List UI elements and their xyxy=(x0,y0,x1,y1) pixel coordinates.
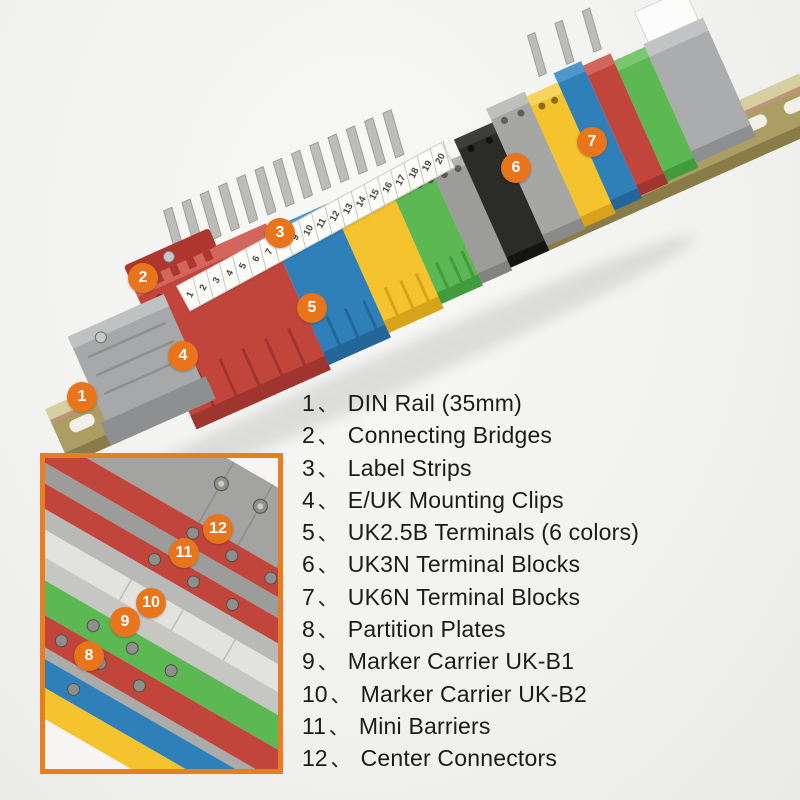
legend-item-label: UK3N Terminal Blocks xyxy=(347,551,581,578)
callout-number: 5 xyxy=(307,299,317,316)
legend-separator: 、 xyxy=(317,521,338,546)
legend-item-number: 12 xyxy=(302,745,328,772)
legend-item-label: DIN Rail (35mm) xyxy=(347,390,523,416)
clamp-screw xyxy=(94,331,107,344)
legend-item-label: Marker Carrier UK-B2 xyxy=(360,680,587,707)
legend-item-label: Center Connectors xyxy=(360,745,558,772)
inset-partition xyxy=(45,587,278,769)
callout-marker: 12 xyxy=(203,514,233,544)
callout-marker: 4 xyxy=(168,341,198,371)
callout-number: 11 xyxy=(175,544,193,561)
callout-number: 3 xyxy=(275,224,285,241)
terminal-block-black xyxy=(453,122,550,268)
inset-yellow-blocks xyxy=(45,618,271,769)
screw-terminals xyxy=(213,476,268,514)
callout-marker: 2 xyxy=(128,263,158,293)
inset-carrier-rail xyxy=(45,484,278,700)
legend-item: 11 、 Mini Barriers xyxy=(302,711,797,743)
legend-item: 12 、 Center Connectors xyxy=(302,743,797,775)
legend-item-number: 6 xyxy=(302,551,315,578)
end-bracket xyxy=(634,0,756,164)
callout-number: 8 xyxy=(84,647,94,664)
legend-item: 8 、 Partition Plates xyxy=(302,614,797,646)
inset-marker-carrier-ukb1 xyxy=(45,520,278,738)
legend-separator: 、 xyxy=(317,650,338,675)
legend-separator: 、 xyxy=(317,553,338,578)
inset-blue-blocks xyxy=(45,596,278,769)
legend-item: 4 、 E/UK Mounting Clips xyxy=(302,485,797,517)
legend-item-label: Mini Barriers xyxy=(358,712,491,739)
legend-item-number: 2 xyxy=(302,422,315,449)
legend-item: 2 、 Connecting Bridges xyxy=(302,420,797,452)
terminal-block-uk6n-green xyxy=(613,47,699,182)
inset-red-blocks xyxy=(45,563,278,769)
callout-number: 7 xyxy=(587,133,597,150)
legend-item-number: 4 xyxy=(302,486,315,513)
legend-item-label: Marker Carrier UK-B1 xyxy=(347,648,575,675)
legend-item: 7 、 UK6N Terminal Blocks xyxy=(302,582,797,614)
legend-item-label: Partition Plates xyxy=(347,616,506,643)
callout-marker: 11 xyxy=(169,538,199,568)
callout-marker: 9 xyxy=(110,607,140,637)
legend-separator: 、 xyxy=(330,682,351,707)
inset-red-row-2 xyxy=(45,464,278,685)
legend-item-number: 7 xyxy=(302,583,315,610)
legend-separator: 、 xyxy=(317,424,338,449)
parts-legend: 1 、 DIN Rail (35mm) 2 、 Connecting Bridg… xyxy=(302,388,797,776)
euk-mounting-clip xyxy=(67,294,216,446)
callout-marker: 7 xyxy=(577,127,607,157)
terminal-block-uk6n-red xyxy=(583,53,669,196)
legend-item: 5 、 UK2.5B Terminals (6 colors) xyxy=(302,517,797,549)
callout-number: 2 xyxy=(138,269,148,286)
legend-separator: 、 xyxy=(330,747,351,772)
callout-marker: 10 xyxy=(136,588,166,618)
legend-separator: 、 xyxy=(317,618,338,643)
bridge-screw xyxy=(162,250,175,263)
callout-marker: 1 xyxy=(67,382,97,412)
callout-number: 10 xyxy=(142,594,160,611)
legend-item-number: 9 xyxy=(302,648,315,675)
callout-number: 12 xyxy=(209,520,227,537)
legend-item-number: 5 xyxy=(302,519,315,546)
inset-green-blocks xyxy=(45,537,278,764)
main-product-photo xyxy=(45,0,800,470)
legend-item-label: E/UK Mounting Clips xyxy=(347,486,564,513)
inset-gray-blocks xyxy=(45,458,278,628)
terminal-block-uk3n-gray xyxy=(486,91,586,246)
callout-number: 4 xyxy=(178,347,188,364)
legend-item-label: Label Strips xyxy=(347,454,472,481)
legend-item: 9 、 Marker Carrier UK-B1 xyxy=(302,646,797,678)
callout-number: 9 xyxy=(120,613,130,630)
legend-item: 6 、 UK3N Terminal Blocks xyxy=(302,549,797,581)
legend-item: 10 、 Marker Carrier UK-B2 xyxy=(302,679,797,711)
legend-item-label: UK2.5B Terminals (6 colors) xyxy=(347,519,640,546)
legend-item: 3 、 Label Strips xyxy=(302,453,797,485)
callout-marker: 5 xyxy=(297,293,327,323)
callout-number: 6 xyxy=(511,159,521,176)
legend-item-number: 8 xyxy=(302,616,315,643)
callout-marker: 3 xyxy=(265,218,295,248)
callout-marker: 6 xyxy=(501,153,531,183)
legend-item-label: UK6N Terminal Blocks xyxy=(347,583,581,610)
legend-item-label: Connecting Bridges xyxy=(347,422,553,449)
legend-item-number: 11 xyxy=(302,712,326,739)
legend-item-number: 10 xyxy=(302,680,328,707)
legend-separator: 、 xyxy=(317,488,338,513)
callout-marker: 8 xyxy=(74,641,104,671)
legend-separator: 、 xyxy=(317,456,338,481)
terminal-block-uk3n-yellow xyxy=(526,82,616,227)
legend-item: 1 、 DIN Rail (35mm) xyxy=(302,388,797,420)
legend-separator: 、 xyxy=(328,714,349,739)
callout-number: 1 xyxy=(77,388,87,405)
legend-item-number: 1 xyxy=(302,390,315,416)
assembly-shadow xyxy=(74,235,697,470)
legend-item-number: 3 xyxy=(302,454,315,481)
legend-separator: 、 xyxy=(317,392,338,416)
clear-label-holder xyxy=(634,0,700,43)
legend-separator: 、 xyxy=(317,585,338,610)
